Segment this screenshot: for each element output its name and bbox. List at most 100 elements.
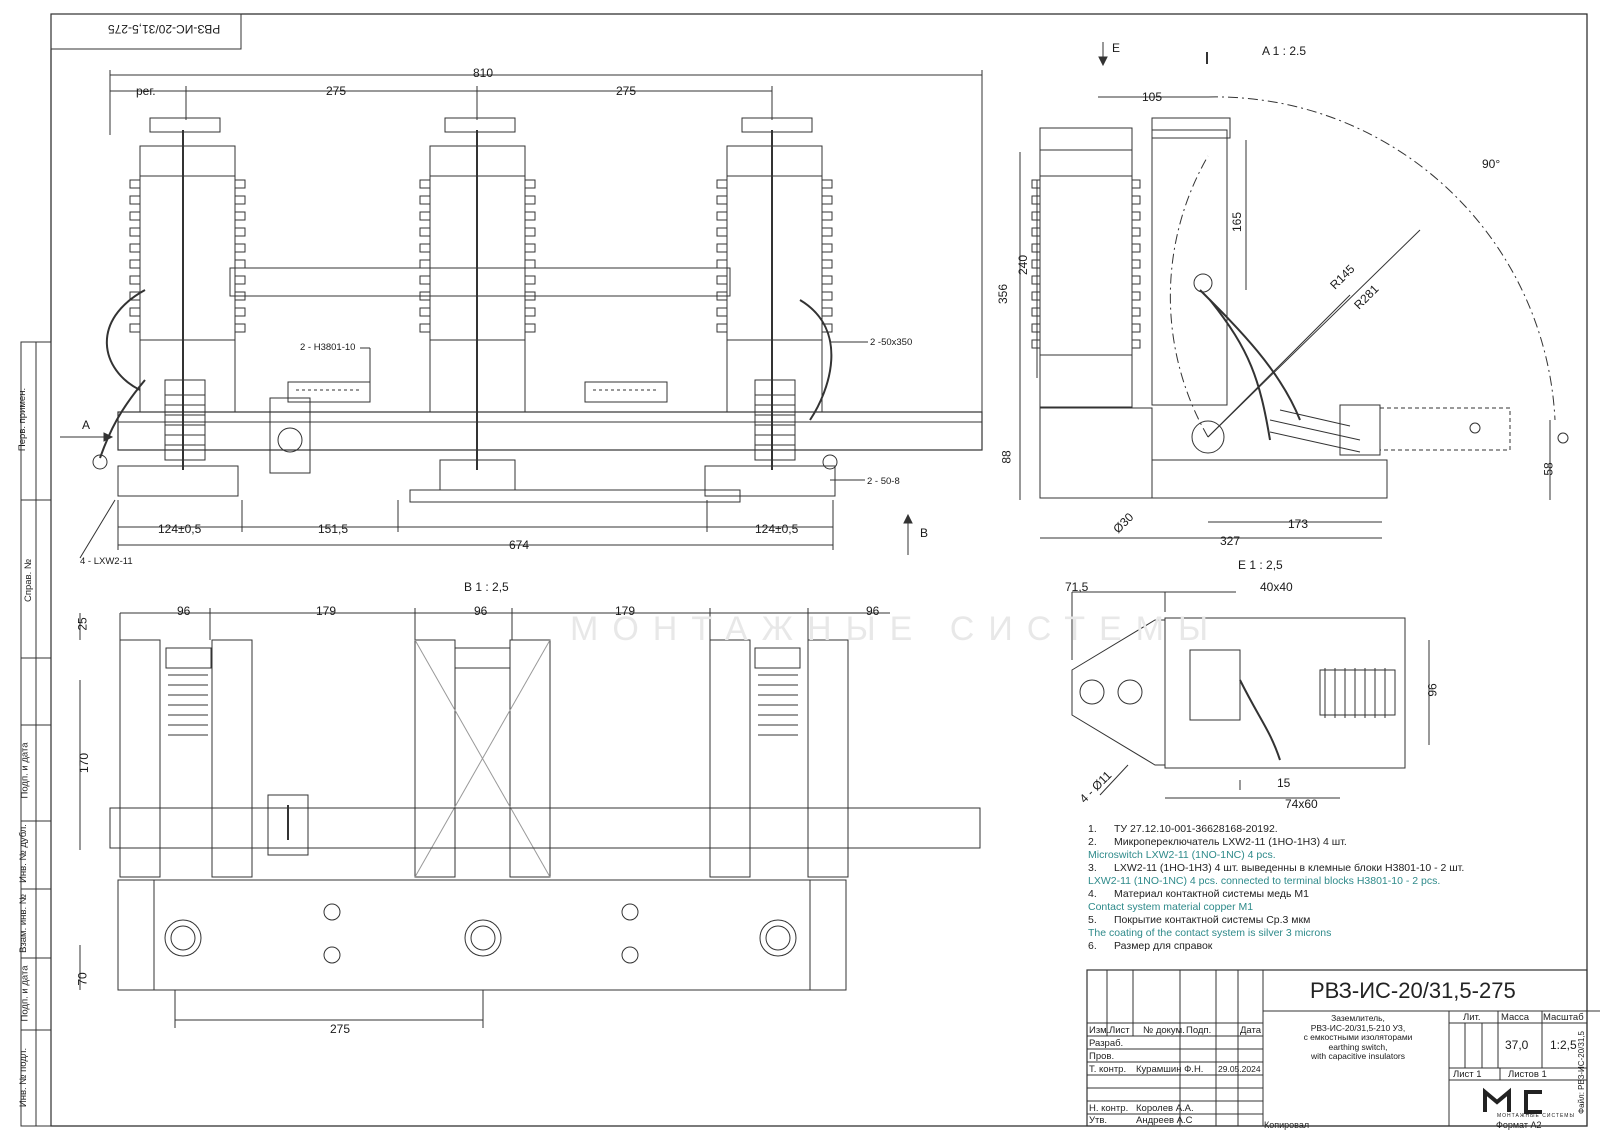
dim-h356: 356 — [996, 283, 1011, 305]
note-number: 4. — [1088, 888, 1097, 900]
dim-span-1: 275 — [326, 84, 347, 98]
strip-vzam-inv: Взам. инв. № — [17, 894, 29, 953]
dim-top: 105 — [1142, 90, 1163, 104]
strip-sprav: Справ. № — [23, 558, 35, 603]
product-name-line: Заземлитель, — [1331, 1013, 1385, 1023]
note-text-ru: ТУ 27.12.10-001-36628168-20192. — [1114, 823, 1278, 835]
dim-b-96c: 96 — [866, 604, 880, 618]
note-item: 5. Покрытие контактной системы Ср.3 мкм — [1088, 914, 1488, 927]
dim-h58: 58 — [1541, 462, 1556, 476]
view-e-label: E 1 : 2,5 — [1238, 558, 1283, 572]
dim-d-74: 74x60 — [1285, 797, 1318, 811]
product-name-line: РВЗ-ИС-20/31,5-210 УЗ, — [1310, 1022, 1406, 1033]
callout-cable: 2 -50x350 — [870, 337, 913, 348]
dim-b-179a: 179 — [316, 604, 337, 618]
dim-h165: 165 — [1230, 211, 1245, 233]
arrow-e-label: E — [1112, 41, 1121, 55]
scale-label: Масштаб — [1543, 1012, 1584, 1023]
strip-inv-podl: Инв. № подл. — [18, 1047, 30, 1108]
sheet-label: Лист 1 — [1453, 1069, 1482, 1080]
note-text-en: LXW2-11 (1NO-1NC) 4 pcs. connected to te… — [1088, 875, 1441, 887]
note-number: 2. — [1088, 836, 1097, 848]
dim-d-71: 71,5 — [1065, 580, 1089, 594]
row-utv: Утв. — [1089, 1115, 1108, 1126]
col-izm: Изм. — [1089, 1025, 1110, 1036]
format-label: Формат А2 — [1496, 1120, 1542, 1130]
watermark-text: МОНТАЖНЫЕ СИСТЕМЫ — [570, 610, 1223, 648]
note-text-ru: Размер для справок — [1114, 940, 1213, 952]
dim-b-h70: 70 — [75, 972, 90, 986]
bottom-view — [79, 608, 981, 1028]
logo-mark — [1483, 1087, 1542, 1114]
col-doc: № докум. — [1143, 1025, 1185, 1036]
technical-notes: 1.ТУ 27.12.10-001-36628168-20192.2.Микро… — [1088, 823, 1488, 953]
callout-lug: 2 - 50-8 — [867, 476, 900, 487]
note-text-en: The coating of the contact system is sil… — [1088, 927, 1332, 939]
dim-base-mid: 151,5 — [318, 522, 349, 536]
insulator-3 — [716, 117, 833, 470]
dim-d-15: 15 — [1277, 776, 1291, 790]
arrow-a-label: A — [82, 418, 91, 432]
sheets-label: Листов 1 — [1508, 1069, 1547, 1080]
dim-b-96a: 96 — [177, 604, 191, 618]
col-list: Лист — [1109, 1025, 1130, 1036]
product-name-line: earthing switch, — [1328, 1041, 1388, 1052]
note-text-ru: Материал контактной системы медь М1 — [1114, 888, 1309, 900]
dim-base-left: 124±0,5 — [158, 522, 202, 536]
dim-angle: 90° — [1482, 157, 1501, 171]
dim-b-96b: 96 — [474, 604, 488, 618]
note-item: 2. Микропереключатель LXW2-11 (1НО-1НЗ) 4… — [1088, 836, 1488, 849]
strip-perv-primen: Перв. примен. — [17, 387, 29, 452]
dim-base-right: 124±0,5 — [755, 522, 799, 536]
col-date: Дата — [1240, 1025, 1262, 1036]
row-tkontr: Т. контр. — [1089, 1064, 1127, 1075]
nkontr-name: Королев А.А. — [1136, 1103, 1194, 1114]
col-sign: Подп. — [1186, 1025, 1212, 1036]
lit-label: Лит. — [1463, 1012, 1481, 1023]
side-strip — [20, 341, 52, 1127]
dim-b-h170: 170 — [77, 752, 92, 774]
product-name-line: с емкостными изоляторами — [1303, 1032, 1413, 1042]
dim-span-2: 275 — [616, 84, 637, 98]
strip-inv-dubl: Инв. № дубл. — [17, 824, 29, 883]
product-name-line: with capacitive insulators — [1310, 1051, 1405, 1061]
view-b-label: B 1 : 2,5 — [464, 580, 509, 594]
callout-terminal-block: 2 - H3801-10 — [300, 342, 356, 353]
note-text-ru: LXW2-11 (1НО-1НЗ) 4 шт. выведенны в клем… — [1114, 862, 1465, 874]
designation: РВЗ-ИС-20/31,5-275 — [1310, 978, 1516, 1003]
dim-b-w275: 275 — [330, 1022, 351, 1036]
product-name: Заземлитель, РВЗ-ИС-20/31,5-210 УЗ, с ем… — [1268, 1013, 1448, 1062]
copied-label: Копировал — [1264, 1120, 1310, 1130]
arrow-b-label: B — [920, 526, 929, 540]
dim-h240: 240 — [1016, 254, 1031, 276]
note-text-ru: Покрытие контактной системы Ср.3 мкм — [1114, 914, 1311, 926]
note-text-ru: Микропереключатель LXW2-11 (1НО-1НЗ) 4 ш… — [1114, 836, 1347, 848]
dim-d-96: 96 — [1425, 683, 1440, 697]
note-number: 5. — [1088, 914, 1097, 926]
mass-label: Масса — [1501, 1012, 1530, 1023]
row-razrab: Разраб. — [1089, 1038, 1124, 1049]
dim-overall: 810 — [473, 66, 494, 80]
row-nkontr: Н. контр. — [1089, 1103, 1129, 1114]
tkontr-date: 29.05.2024 — [1218, 1064, 1261, 1074]
title-block-lines — [1086, 969, 1600, 1127]
drawing-stamp: РВЗ-ИС-20/31,5-275 — [108, 22, 221, 36]
dim-w173: 173 — [1288, 517, 1309, 531]
note-item: 3. LXW2-11 (1НО-1НЗ) 4 шт. выведенны в кл… — [1088, 862, 1488, 875]
dim-d-40: 40x40 — [1260, 580, 1293, 594]
dim-w327: 327 — [1220, 534, 1241, 548]
utv-name: Андреев А.С — [1136, 1115, 1193, 1126]
logo-tagline: МОНТАЖНЫЕ СИСТЕМЫ — [1497, 1113, 1575, 1119]
insulator-2 — [419, 117, 536, 491]
dim-h88: 88 — [999, 450, 1014, 464]
dim-reg: рег. — [136, 84, 156, 98]
file-label: Файл: РВЗ-ИС-20/31,5 — [1576, 1031, 1586, 1114]
note-text-en: Microswitch LXW2-11 (1NO-1NC) 4 pcs. — [1088, 849, 1276, 861]
mass-value: 37,0 — [1505, 1038, 1529, 1052]
note-number: 3. — [1088, 862, 1097, 874]
dim-base-total: 674 — [509, 538, 530, 552]
view-a-label: A 1 : 2.5 — [1262, 44, 1307, 58]
side-view — [1019, 42, 1569, 539]
